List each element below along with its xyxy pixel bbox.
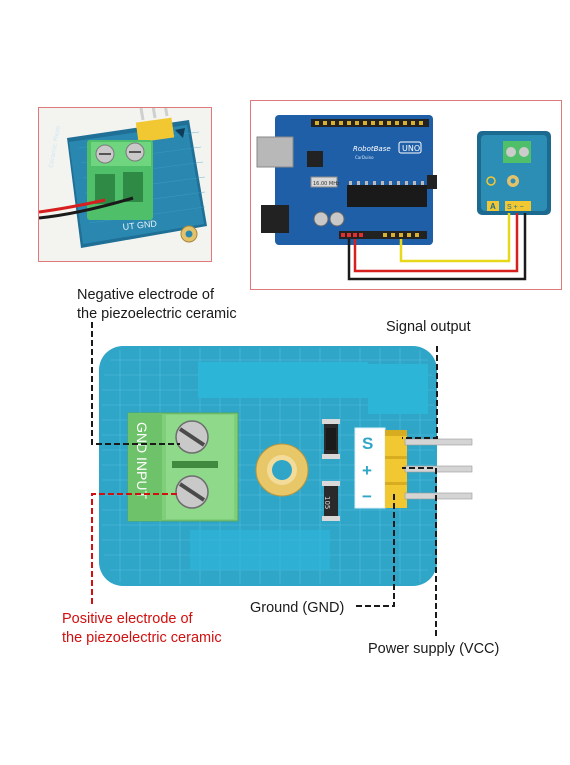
photo-arduino-wiring: 16.00 MHz RobotBase CarDuino UNO A S + −	[250, 100, 562, 290]
terminal-label: GND INPUT	[134, 422, 150, 499]
pin-label-s: S	[362, 434, 373, 453]
pin-label-minus: −	[362, 487, 372, 506]
label-negative-line2: the piezoelectric ceramic	[77, 306, 237, 322]
sensor-module: A S + −	[477, 131, 551, 215]
leader-positive	[91, 493, 180, 604]
arduino-crystal-label: 16.00 MHz	[313, 181, 340, 187]
label-signal-output: Signal output	[386, 319, 471, 335]
sensor-board: 105	[99, 346, 437, 586]
leader-signal	[402, 346, 438, 439]
sensor-pins: S + −	[507, 204, 524, 211]
screw-terminal-block: GND INPUT	[127, 412, 239, 522]
leader-power	[402, 467, 437, 636]
label-negative-electrode: Negative electrode of the piezoelectric …	[77, 286, 237, 324]
label-negative-line1: Negative electrode of	[77, 287, 215, 303]
label-positive-line1: Positive electrode of	[62, 611, 193, 627]
sensor-letter: A	[490, 202, 496, 211]
arduino-model: UNO	[402, 144, 420, 153]
resistor-code: 105	[323, 496, 331, 509]
closeup-terminal-text: UT GND	[122, 218, 158, 232]
module-closeup-illustration: Ceramic Piezo UT GND	[39, 108, 211, 261]
arduino-sub: CarDuino	[355, 155, 374, 160]
pin-header: S + −	[354, 427, 473, 509]
arduino-wiring-illustration: 16.00 MHz RobotBase CarDuino UNO A S + −	[251, 101, 561, 289]
photo-module-closeup: Ceramic Piezo UT GND	[38, 107, 212, 262]
arduino-brand: RobotBase	[353, 145, 391, 153]
arduino-board: 16.00 MHz RobotBase CarDuino UNO	[256, 115, 437, 245]
label-ground: Ground (GND)	[250, 600, 345, 616]
label-power-supply: Power supply (VCC)	[368, 641, 500, 657]
leader-negative	[91, 322, 180, 445]
label-positive-electrode: Positive electrode of the piezoelectric …	[62, 610, 222, 648]
leader-ground	[356, 494, 395, 607]
pin-label-plus: +	[362, 461, 372, 480]
label-positive-line2: the piezoelectric ceramic	[62, 630, 222, 646]
